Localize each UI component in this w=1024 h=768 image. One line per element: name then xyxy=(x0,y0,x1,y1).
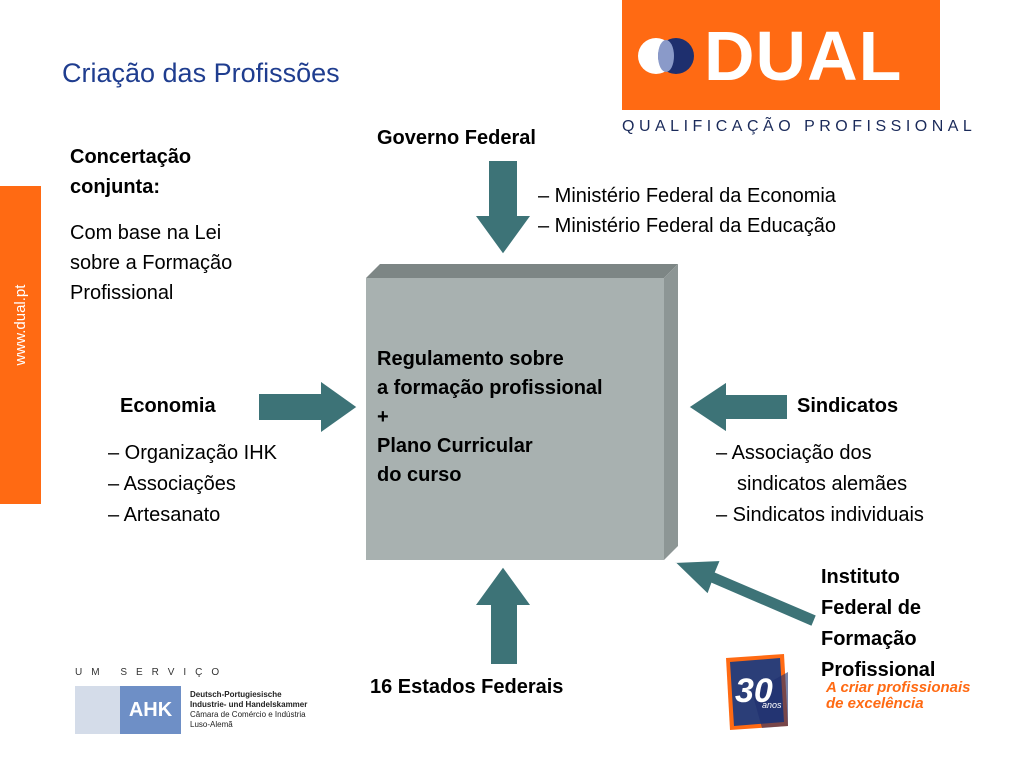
instituto-line2: Federal de xyxy=(821,597,922,619)
side-strip xyxy=(0,186,41,504)
governo-label: Governo Federal xyxy=(377,127,536,149)
sindicatos-label: Sindicatos xyxy=(797,395,899,417)
arrow-diagonal-instituto xyxy=(671,558,819,629)
instituto-line1: Instituto xyxy=(821,566,900,588)
concertacao-body-line1: Com base na Lei xyxy=(70,222,222,244)
concertacao-body-line2: sobre a Formação xyxy=(70,252,233,274)
page-title: Criação das Profissões xyxy=(62,58,340,88)
instituto-label: Instituto Federal de Formação Profission… xyxy=(821,562,935,686)
tagline-line1: A criar profissionais xyxy=(826,679,971,696)
central-box-text: Regulamento sobre a formação profissiona… xyxy=(377,345,603,490)
governo-item2: – Ministério Federal da Educação xyxy=(538,215,836,237)
30-anos-badge xyxy=(726,654,788,730)
central-line5: do curso xyxy=(377,464,462,486)
sindicatos-item2: – Sindicatos individuais xyxy=(716,504,924,526)
economia-item2: – Associações xyxy=(108,473,236,495)
dual-logo-icon xyxy=(638,38,694,74)
central-box xyxy=(366,278,664,560)
estados-label: 16 Estados Federais xyxy=(370,676,564,698)
concertacao-heading-line2: conjunta: xyxy=(70,176,160,198)
economia-item3: – Artesanato xyxy=(108,504,221,526)
ahk-line2: Industrie- und Handelskammer xyxy=(190,700,308,709)
badge-sub: anos xyxy=(762,700,782,710)
ahk-line4: Luso-Alemã xyxy=(190,720,233,729)
ahk-line1: Deutsch-Portugiesische xyxy=(190,690,282,699)
arrow-left-sindicatos xyxy=(686,379,789,435)
tagline: A criar profissionais de excelência xyxy=(826,680,971,712)
ahk-text: Deutsch-Portugiesische Industrie- und Ha… xyxy=(190,690,307,730)
ahk-logo[interactable]: AHK xyxy=(120,686,181,734)
governo-list: – Ministério Federal da Economia – Minis… xyxy=(538,181,836,241)
sindicatos-item1b: sindicatos alemães xyxy=(737,473,908,495)
arrow-up-estados xyxy=(472,564,534,666)
concertacao-body: Com base na Lei sobre a Formação Profiss… xyxy=(70,218,232,308)
concertacao-heading-line1: Concertação xyxy=(70,146,192,168)
central-line4: Plano Curricular xyxy=(377,435,533,457)
box-side xyxy=(664,264,678,560)
sindicatos-item1: – Associação dos xyxy=(716,442,872,464)
box-top xyxy=(366,264,678,278)
concertacao-body-line3: Profissional xyxy=(70,282,174,304)
economia-list: – Organização IHK – Associações – Artesa… xyxy=(108,438,277,531)
arrow-right-economia xyxy=(257,378,360,436)
economia-label: Economia xyxy=(120,395,216,417)
instituto-line4: Profissional xyxy=(821,659,936,681)
tagline-line2: de excelência xyxy=(826,695,924,712)
badge-number: 30 xyxy=(735,672,773,710)
central-line2: a formação profissional xyxy=(377,377,603,399)
arrow-down-governo xyxy=(472,159,534,257)
um-servico: UM SERVIÇO xyxy=(75,667,229,678)
instituto-line3: Formação xyxy=(821,628,917,650)
ahk-line3: Câmara de Comércio e Indústria xyxy=(190,710,306,719)
central-line3: + xyxy=(377,406,389,428)
dual-logo-word: DUAL xyxy=(704,17,903,95)
central-line1: Regulamento sobre xyxy=(377,348,564,370)
economia-item1: – Organização IHK xyxy=(108,442,277,464)
concertacao-heading: Concertação conjunta: xyxy=(70,142,191,202)
governo-item1: – Ministério Federal da Economia xyxy=(538,185,836,207)
dual-logo-subtitle: QUALIFICAÇÃO PROFISSIONAL xyxy=(622,118,977,135)
sindicatos-list: – Associação dos sindicatos alemães – Si… xyxy=(716,438,924,531)
